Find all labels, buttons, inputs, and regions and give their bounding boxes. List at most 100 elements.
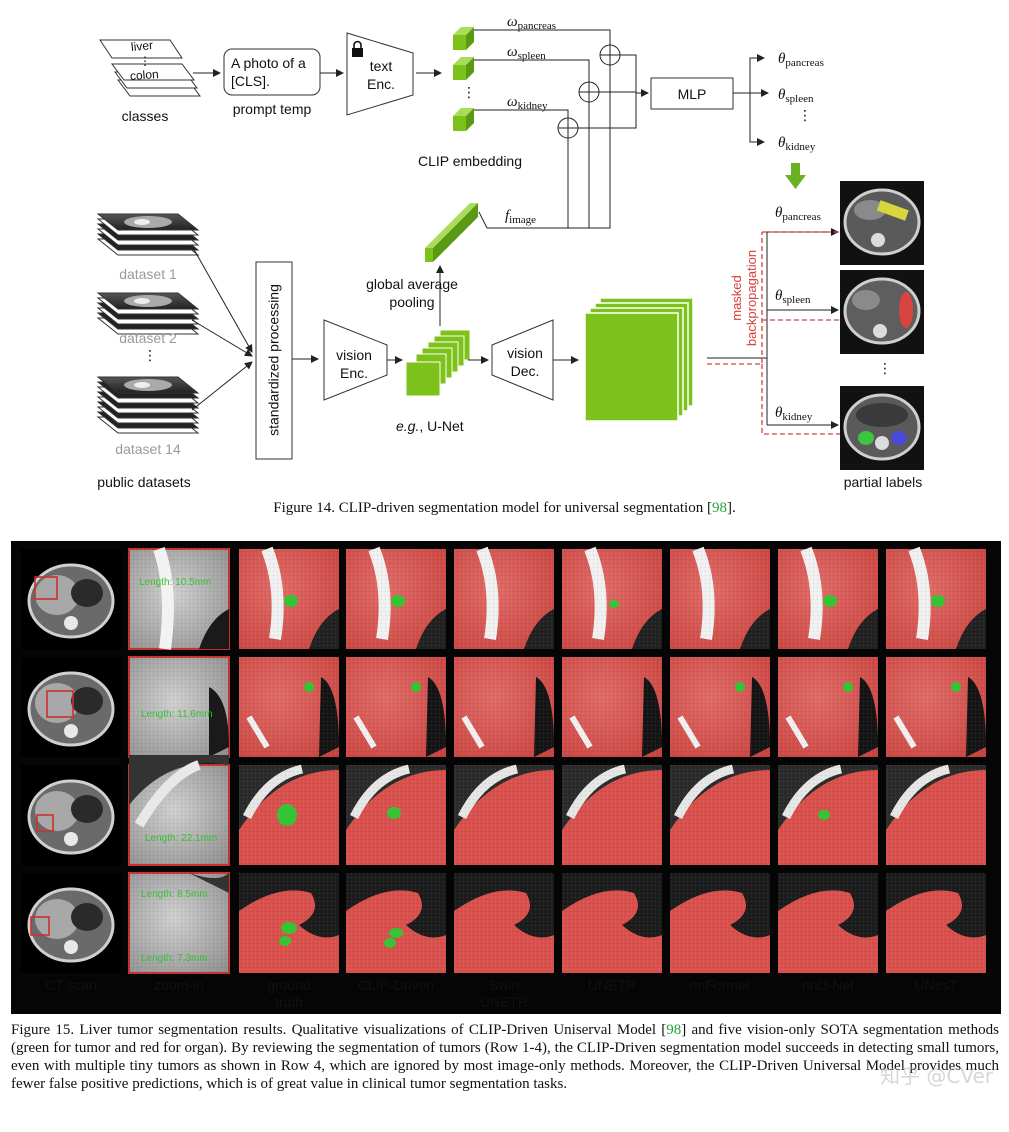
segmentation-overlay (454, 657, 554, 757)
segmentation-overlay (562, 873, 662, 973)
figure-14-caption: Figure 14. CLIP-driven segmentation mode… (273, 500, 736, 516)
unet-feature-stack (405, 329, 471, 397)
segmentation-overlay (670, 873, 770, 973)
segmentation-overlay (562, 764, 662, 865)
text-encoder-label: text Enc. (366, 58, 395, 92)
tumor-length-label: Length: 10.5mm (139, 577, 211, 588)
ct-scan-thumbnail (21, 765, 121, 865)
omega-pancreas: ωpancreas (507, 14, 557, 32)
masked-backprop-label: masked backpropagation (729, 249, 759, 347)
zoom-in-crop (128, 547, 230, 650)
column-label: CT scan (45, 977, 97, 993)
theta-spleen-branch: θspleen (775, 288, 811, 306)
dataset-1-label: dataset 1 (119, 266, 177, 282)
watermark: 知乎 @CVer (880, 1064, 993, 1088)
tumor-length-label: Length: 22.1mm (145, 833, 217, 844)
segmentation-overlay (886, 873, 986, 973)
segmentation-overlay (239, 873, 339, 973)
theta-kidney-branch: θkidney (775, 405, 813, 423)
classes-label: classes (121, 108, 169, 124)
theta-kidney: θkidney (778, 135, 816, 153)
clip-embedding-label: CLIP embedding (417, 153, 523, 169)
segmentation-overlay (346, 657, 446, 757)
theta-spleen: θspleen (778, 87, 814, 105)
dataset-stacks (96, 213, 200, 434)
segmentation-overlay (886, 764, 986, 865)
dataset-2-label: dataset 2 (119, 330, 177, 346)
class-cards (99, 39, 201, 97)
prompt-label: prompt temp (232, 101, 312, 117)
segmentation-overlay (239, 764, 339, 865)
public-datasets-label: public datasets (97, 474, 191, 490)
theta-dots: ⋮ (798, 107, 812, 123)
prompt-text: A photo of a [CLS]. (231, 55, 306, 89)
segmentation-overlay (778, 657, 878, 757)
figure-14-diagram (96, 27, 924, 470)
partial-label-images (840, 181, 924, 470)
segmentation-overlay (454, 764, 554, 865)
column-label: nnU-Net (801, 977, 855, 993)
gap-label: global average pooling (366, 276, 458, 310)
segmentation-overlay (778, 764, 878, 865)
ct-scan-thumbnail (21, 873, 121, 973)
segmentation-overlay (886, 657, 986, 757)
column-label: Swin UNETR (479, 977, 529, 1010)
segmentation-overlay (778, 546, 878, 649)
segmentation-overlay (670, 764, 770, 865)
zoom-in-crop (128, 872, 230, 974)
column-label: CLIP-Driven (357, 977, 435, 993)
f-image: fimage (505, 208, 537, 226)
segmentation-overlay (346, 764, 446, 865)
zoom-in-crop (128, 755, 230, 866)
segmentation-overlay (778, 873, 878, 973)
partial-label-dots: ⋮ (878, 360, 892, 376)
class-word-colon: colon (129, 67, 160, 83)
segmentation-overlay (670, 657, 770, 757)
segmentation-overlay (562, 657, 662, 757)
theta-pancreas-branch: θpancreas (775, 205, 821, 223)
figure-14: liver ⋮ colon classes A photo of a [CLS]… (0, 0, 1009, 520)
column-label: UNETR (587, 977, 637, 993)
vision-encoder-label: vision Enc. (336, 347, 372, 381)
embedding-dots: ⋮ (462, 84, 476, 100)
segmentation-overlay (346, 873, 446, 973)
column-label: nnFormer (689, 977, 751, 993)
dataset-dots: ⋮ (143, 347, 157, 363)
down-arrow-icon (785, 163, 806, 189)
unet-label: e.g., U-Net (396, 418, 464, 434)
pooled-feature-bar (425, 203, 478, 262)
class-dots: ⋮ (139, 54, 151, 68)
partial-labels-label: partial labels (843, 474, 923, 490)
vision-decoder-label: vision Dec. (507, 345, 543, 379)
ct-scan-thumbnail (21, 549, 121, 649)
segmentation-overlay (562, 546, 662, 649)
segmentation-overlay (670, 546, 770, 649)
figure-15-caption: Figure 15. Liver tumor segmentation resu… (11, 1022, 999, 1092)
mlp-label: MLP (677, 86, 707, 102)
segmentation-overlay (239, 657, 339, 757)
theta-pancreas: θpancreas (778, 51, 824, 69)
segmentation-overlay (886, 546, 986, 649)
segmentation-overlay (454, 546, 554, 649)
ct-scan-thumbnail (21, 657, 121, 757)
segmentation-overlay (239, 546, 339, 649)
tumor-length-label: Length: 11.6mm (141, 709, 213, 720)
column-label: UNesT (914, 977, 958, 993)
clip-embedding-tokens (453, 27, 474, 131)
omega-kidney: ωkidney (507, 94, 548, 112)
standardized-processing-label: standardized processing (265, 284, 282, 436)
tumor-length-label: Length: 8.5mm (141, 889, 208, 900)
masked-backprop-path (707, 231, 840, 435)
dataset-14-label: dataset 14 (115, 441, 181, 457)
segmentation-overlay (454, 873, 554, 973)
zoom-in-crop (128, 656, 230, 758)
segmentation-overlay (346, 546, 446, 649)
omega-spleen: ωspleen (507, 44, 546, 62)
lock-icon (352, 40, 363, 57)
decoder-output-stack (584, 297, 694, 422)
column-label: zoom-in (154, 977, 204, 993)
tumor-length-label: Length: 7.3mm (141, 953, 208, 964)
column-label: ground truth (267, 977, 311, 1010)
